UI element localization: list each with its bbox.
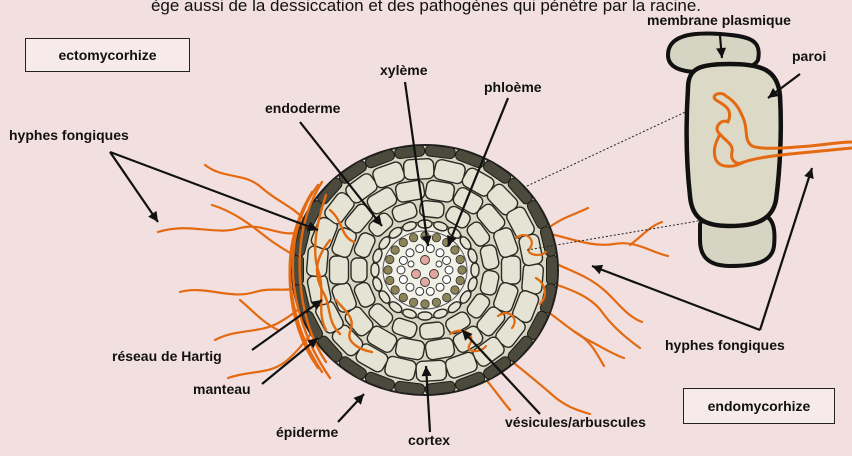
pericycle-cell [443, 293, 451, 301]
pericycle-cell [451, 286, 459, 294]
cortex-cell [419, 321, 445, 339]
hypha [630, 222, 662, 245]
xylem-cell [397, 266, 405, 274]
paroi-label: paroi [792, 48, 826, 64]
root-cross-section [292, 145, 558, 396]
vascular-cell [421, 256, 430, 265]
ectomycorhize-box: ectomycorhize [25, 38, 190, 72]
arrow-shaft [110, 152, 158, 222]
arrow-shaft [110, 152, 318, 230]
hypha [540, 232, 668, 256]
endomycorhize-box: endomycorhize [683, 388, 835, 424]
phloem-cell [399, 276, 407, 284]
vascular-cell [412, 270, 421, 279]
membrane-plasmique-label: membrane plasmique [647, 12, 791, 28]
pericycle-cell [399, 293, 407, 301]
cortex-cell [351, 258, 367, 282]
arrow-shaft [262, 338, 318, 384]
endoderme-label: endoderme [265, 100, 340, 116]
hypha [240, 300, 278, 330]
vesicules-arbuscules-label: vésicules/arbuscules [505, 414, 646, 430]
pericycle-cell [458, 266, 466, 274]
vascular-cell [421, 278, 430, 287]
hypha [228, 335, 310, 378]
pericycle-cell [386, 255, 394, 263]
phloem-cell [399, 257, 407, 265]
reseau-de-hartig-label: réseau de Hartig [112, 348, 222, 364]
pericycle-cell [421, 300, 429, 308]
hypha [546, 208, 588, 230]
epidermis-cell [547, 255, 558, 285]
label-arrow [592, 265, 760, 330]
endodermis-cell [371, 263, 379, 277]
label-arrow [262, 338, 318, 384]
cortex-label: cortex [408, 432, 450, 448]
phloem-cell [436, 249, 444, 257]
cortex-cell [416, 360, 447, 382]
hyphes-fongiques-right-label: hyphes fongiques [665, 337, 785, 353]
phloeme-label: phloème [484, 79, 542, 95]
pericycle-cell [409, 234, 417, 242]
phloem-cell [436, 283, 444, 291]
cortex-cell [521, 263, 543, 295]
arrow-shaft [592, 266, 760, 330]
phloem-cell [416, 287, 424, 295]
pericycle-cell [391, 246, 399, 254]
label-arrow [110, 152, 158, 222]
hyphes-fongiques-left-label: hyphes fongiques [9, 127, 129, 143]
cortex-cell [330, 256, 349, 284]
xylem-cell [426, 287, 434, 295]
endodermis-cell [471, 263, 479, 277]
hypha [510, 360, 590, 414]
pericycle-cell [384, 266, 392, 274]
plant-cell [687, 64, 781, 226]
xylem-cell [443, 276, 451, 284]
vascular-cell [408, 261, 414, 267]
manteau-label: manteau [193, 381, 251, 397]
pericycle-cell [456, 276, 464, 284]
hypha [180, 288, 300, 294]
label-arrow [338, 394, 364, 422]
xyleme-label: xylème [380, 62, 427, 78]
pericycle-cell [432, 234, 440, 242]
pericycle-cell [391, 286, 399, 294]
pericycle-cell [456, 255, 464, 263]
stele [383, 231, 467, 309]
cell-zoom-inset [527, 34, 852, 266]
vascular-cell [430, 270, 439, 279]
pericycle-cell [386, 276, 394, 284]
cortex-cell [502, 256, 521, 284]
cortex-cell [424, 337, 455, 361]
xylem-cell [443, 257, 451, 265]
xylem-cell [406, 249, 414, 257]
cortex-cell [424, 179, 455, 203]
pericycle-cell [451, 246, 459, 254]
cortex-cell [395, 337, 426, 361]
xylem-cell [406, 283, 414, 291]
pericycle-cell [399, 238, 407, 246]
hypha [158, 227, 300, 234]
label-arrow [110, 152, 318, 231]
arrow-head [148, 211, 158, 222]
pericycle-cell [432, 298, 440, 306]
hypha [548, 282, 640, 348]
endodermis-cell [418, 312, 432, 320]
hypha [575, 332, 604, 366]
phloem-cell [445, 266, 453, 274]
pericycle-cell [409, 298, 417, 306]
vascular-cell [436, 261, 442, 267]
phloem-cell [416, 245, 424, 253]
epiderme-label: épiderme [276, 424, 338, 440]
zoom-guide-line [527, 108, 694, 186]
